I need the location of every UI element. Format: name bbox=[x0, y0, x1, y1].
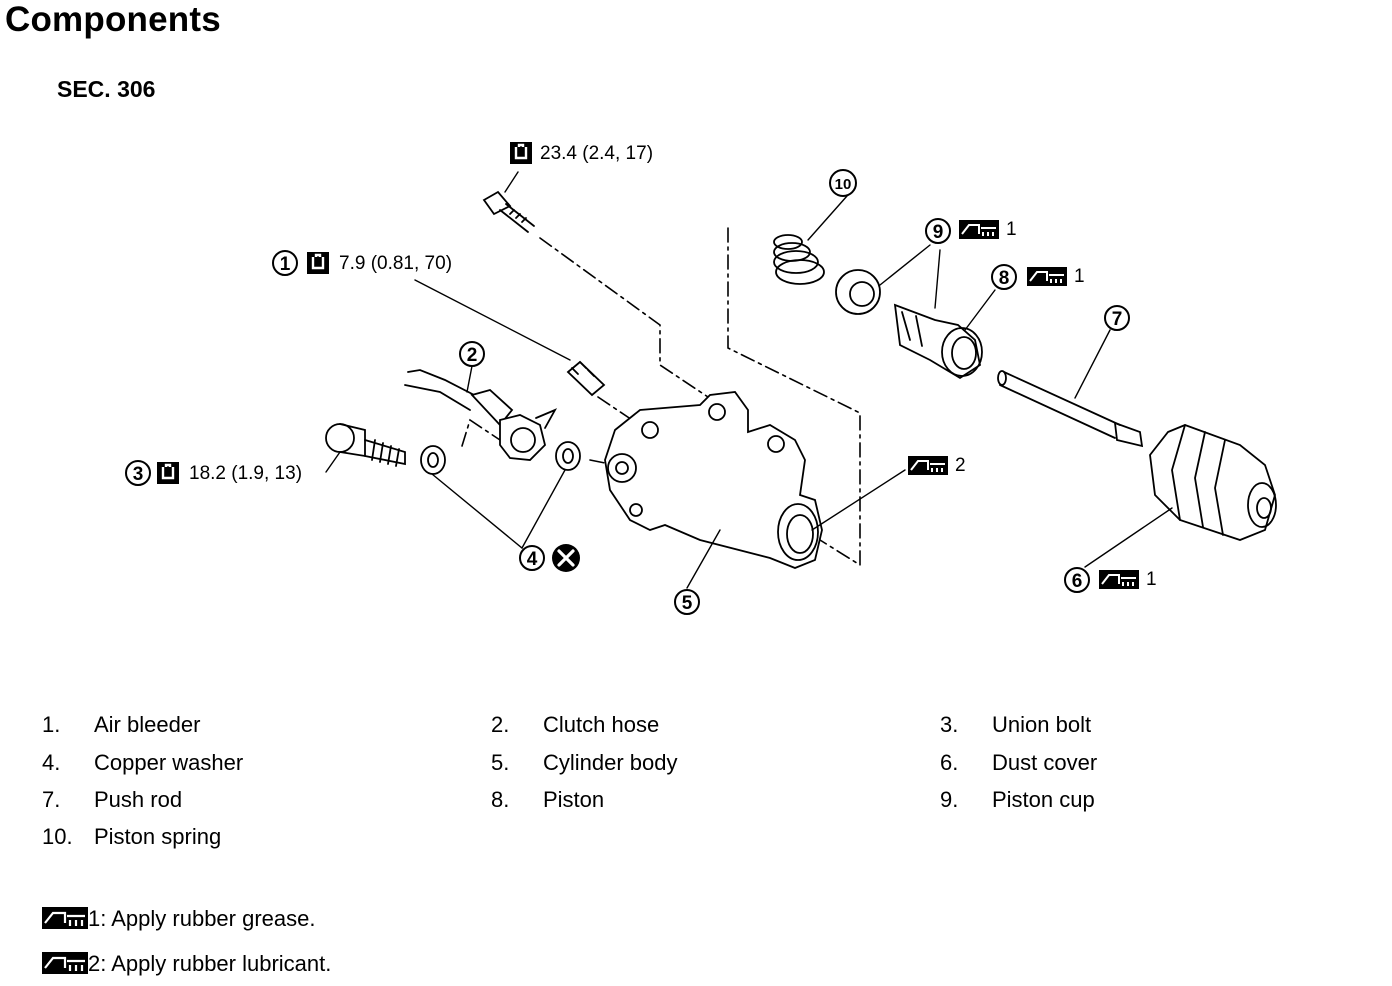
label-9: 9 bbox=[925, 218, 951, 244]
grease-icon bbox=[42, 952, 88, 974]
grease-icon bbox=[1026, 266, 1068, 287]
grease-ref-cylinder: 2 bbox=[955, 455, 966, 476]
svg-text:1: 1 bbox=[280, 254, 291, 275]
svg-text:9: 9 bbox=[933, 222, 944, 243]
svg-text:8: 8 bbox=[999, 268, 1010, 289]
grease-ref-dust-cover: 1 bbox=[1146, 569, 1157, 590]
svg-text:6: 6 bbox=[1072, 571, 1083, 592]
air-bleeder-part bbox=[566, 360, 606, 397]
label-4: 4 bbox=[519, 545, 545, 571]
clutch-hose-part bbox=[404, 369, 558, 461]
label-5: 5 bbox=[674, 589, 700, 615]
grease-ref-piston: 1 bbox=[1074, 266, 1085, 287]
grease-icon bbox=[958, 219, 1000, 240]
svg-text:10: 10 bbox=[835, 176, 852, 193]
dust-cover-part bbox=[1149, 424, 1277, 541]
label-8: 8 bbox=[991, 264, 1017, 290]
label-3: 3 bbox=[125, 460, 151, 486]
grease-icon bbox=[1098, 569, 1140, 590]
label-6: 6 bbox=[1064, 567, 1090, 593]
grease-ref-piston-cup: 1 bbox=[1006, 219, 1017, 240]
cylinder-body-part bbox=[604, 391, 823, 569]
copper-washer-part bbox=[420, 441, 581, 475]
torque-wrench-icon bbox=[155, 460, 181, 486]
label-10: 10 bbox=[829, 169, 857, 197]
svg-text:3: 3 bbox=[133, 464, 144, 485]
torque-wrench-icon bbox=[305, 250, 331, 276]
svg-text:5: 5 bbox=[682, 593, 693, 614]
label-2: 2 bbox=[459, 341, 485, 367]
section-label: SEC. 306 bbox=[57, 76, 156, 102]
svg-text:4: 4 bbox=[527, 549, 538, 570]
note-rubber-grease: 1: Apply rubber grease. bbox=[42, 906, 315, 932]
svg-text:7: 7 bbox=[1112, 309, 1123, 330]
piston-cup-part bbox=[835, 269, 881, 315]
svg-text:2: 2 bbox=[467, 345, 478, 366]
union-bolt-part bbox=[325, 423, 406, 467]
torque-spec-air-bleeder: 7.9 (0.81, 70) bbox=[339, 253, 453, 274]
grease-icon bbox=[907, 455, 949, 476]
do-not-reuse-icon bbox=[552, 544, 580, 572]
piston-part bbox=[893, 303, 983, 380]
label-1: 1 bbox=[272, 250, 298, 276]
torque-wrench-icon bbox=[508, 140, 534, 166]
bleeder-bolt-part bbox=[482, 190, 535, 233]
grease-icon bbox=[42, 907, 88, 929]
exploded-view-diagram: 1 2 3 4 5 6 7 8 bbox=[125, 140, 1277, 615]
page-title: Components bbox=[5, 0, 221, 39]
piston-spring-part bbox=[773, 234, 825, 285]
note-rubber-lubricant: 2: Apply rubber lubricant. bbox=[42, 951, 331, 977]
push-rod-part bbox=[997, 370, 1144, 448]
torque-spec-bolt: 23.4 (2.4, 17) bbox=[540, 143, 654, 164]
label-7: 7 bbox=[1104, 305, 1130, 331]
torque-spec-union-bolt: 18.2 (1.9, 13) bbox=[189, 463, 303, 484]
